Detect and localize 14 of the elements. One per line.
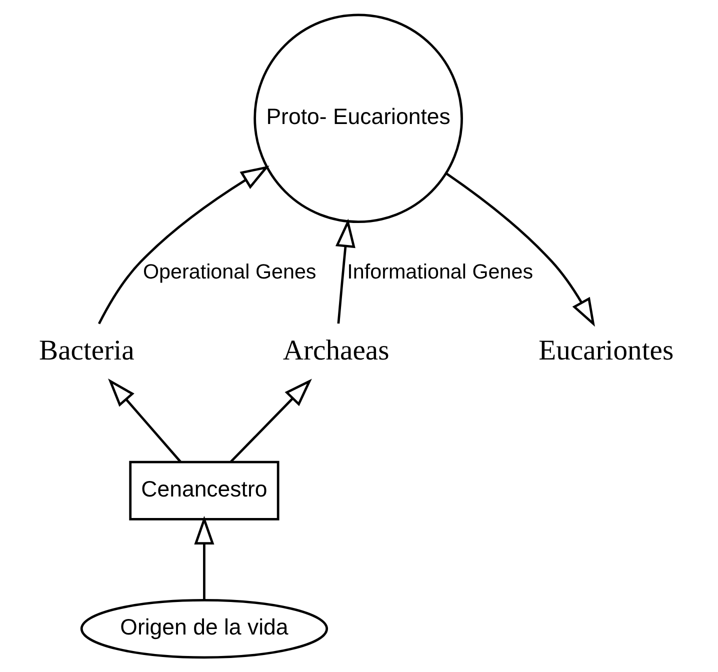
arrow xyxy=(230,378,312,463)
arrow xyxy=(108,378,181,462)
node-text: Archaeas xyxy=(282,335,389,366)
edge-label: Informational Genes xyxy=(346,260,533,284)
arrow xyxy=(446,172,594,327)
node-circle: Proto- Eucariontes xyxy=(253,14,462,224)
node-ellipse: Origen de la vida xyxy=(80,599,328,659)
arrow xyxy=(334,218,355,324)
edge-label: Operational Genes xyxy=(142,260,316,284)
node-text: Bacteria xyxy=(38,335,134,366)
arrow xyxy=(97,166,269,324)
node-box: Cenancestro xyxy=(128,460,279,520)
arrow xyxy=(194,516,214,600)
node-text: Eucariontes xyxy=(538,335,674,366)
